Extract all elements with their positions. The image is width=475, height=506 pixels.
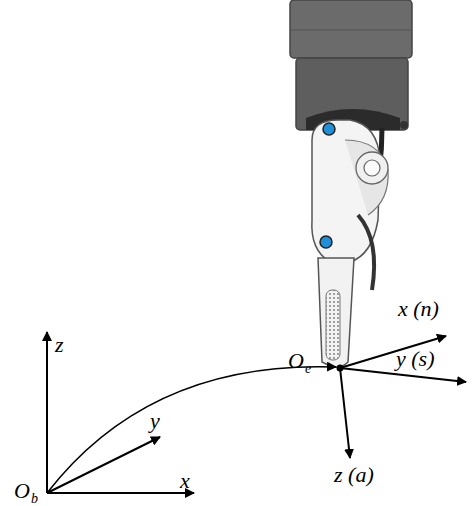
axis-label: y	[150, 410, 160, 432]
origin-subscript: e	[305, 362, 311, 376]
origin-subscript: b	[31, 492, 38, 506]
axis-label: y (s)	[396, 348, 434, 370]
axis-label: x	[180, 470, 190, 492]
axis-label: x (n)	[398, 298, 439, 320]
end-effector-frame	[340, 336, 466, 458]
transform-curve	[47, 367, 336, 493]
gripper-finger	[318, 258, 354, 367]
origin-dot	[337, 365, 344, 372]
base-frame	[47, 332, 194, 493]
origin-label: O	[14, 480, 30, 502]
axis-label: z (a)	[334, 464, 374, 486]
axis-label: z	[55, 334, 64, 356]
origin-label: O	[288, 350, 304, 372]
